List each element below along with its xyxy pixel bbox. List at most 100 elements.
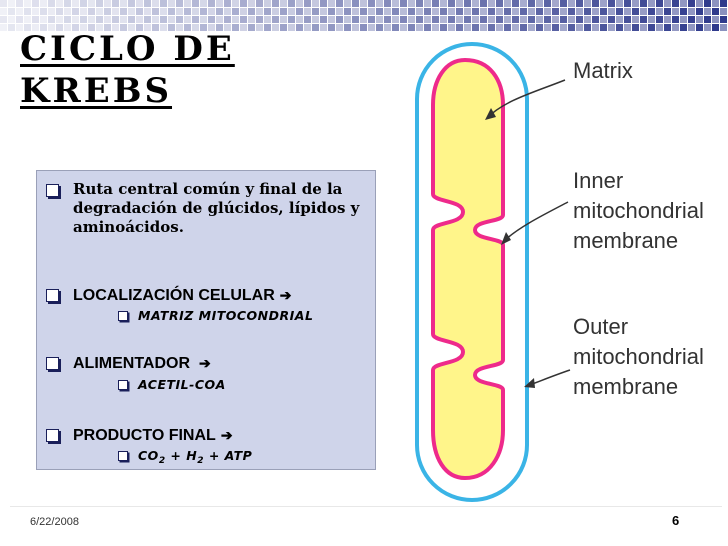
band-square <box>8 8 15 15</box>
bullet-formula: CO2 + H2 + ATP <box>118 448 252 469</box>
band-square <box>16 16 23 23</box>
band-square <box>104 16 111 23</box>
band-square <box>296 8 303 15</box>
band-square <box>184 0 191 7</box>
band-square <box>384 24 391 31</box>
band-square <box>408 16 415 23</box>
band-square <box>264 8 271 15</box>
band-square <box>416 0 423 7</box>
band-square <box>584 24 591 31</box>
formula-co-subscript: 2 <box>158 456 166 466</box>
band-square <box>520 24 527 31</box>
band-square <box>456 16 463 23</box>
band-square <box>112 24 119 31</box>
band-square <box>672 8 679 15</box>
band-square <box>344 16 351 23</box>
band-square <box>128 8 135 15</box>
band-square <box>624 8 631 15</box>
band-square <box>224 0 231 7</box>
band-square <box>120 16 127 23</box>
band-square <box>264 16 271 23</box>
band-square <box>584 0 591 7</box>
band-square <box>432 8 439 15</box>
band-square <box>56 24 63 31</box>
band-square <box>600 8 607 15</box>
band-square <box>144 8 151 15</box>
right-arrow-icon: ➔ <box>199 355 211 371</box>
band-square <box>128 24 135 31</box>
title-line-1: CICLO DE <box>20 29 235 69</box>
band-square <box>304 24 311 31</box>
band-square <box>488 0 495 7</box>
bullet-producto-text: PRODUCTO FINAL <box>73 427 216 444</box>
band-square <box>216 24 223 31</box>
band-square <box>440 0 447 7</box>
band-square <box>488 8 495 15</box>
band-square <box>504 0 511 7</box>
band-square <box>432 24 439 31</box>
band-square <box>440 16 447 23</box>
band-square <box>640 16 647 23</box>
band-square <box>448 0 455 7</box>
band-square <box>568 16 575 23</box>
band-square <box>80 16 87 23</box>
band-square <box>552 8 559 15</box>
slide-date: 6/22/2008 <box>30 516 79 528</box>
band-square <box>120 24 127 31</box>
band-square <box>368 16 375 23</box>
band-square <box>672 0 679 7</box>
band-square <box>536 8 543 15</box>
band-square <box>712 8 719 15</box>
band-square <box>168 16 175 23</box>
band-square <box>312 8 319 15</box>
band-square <box>688 24 695 31</box>
band-square <box>136 0 143 7</box>
band-square <box>136 24 143 31</box>
band-square <box>536 0 543 7</box>
band-square <box>656 16 663 23</box>
band-square <box>64 24 71 31</box>
band-square <box>488 24 495 31</box>
band-square <box>240 16 247 23</box>
band-square <box>648 0 655 7</box>
band-square <box>208 8 215 15</box>
band-square <box>352 24 359 31</box>
band-square <box>96 16 103 23</box>
band-square <box>384 8 391 15</box>
band-square <box>152 16 159 23</box>
band-square <box>336 24 343 31</box>
band-square <box>664 16 671 23</box>
band-square <box>296 24 303 31</box>
band-square <box>240 8 247 15</box>
band-square <box>640 0 647 7</box>
band-square <box>568 8 575 15</box>
band-square <box>80 0 87 7</box>
band-square <box>64 0 71 7</box>
band-square <box>0 16 7 23</box>
label-outer-1: Outer <box>573 314 628 339</box>
band-square <box>384 0 391 7</box>
band-square <box>24 16 31 23</box>
band-square <box>8 24 15 31</box>
bullet-localizacion-text: LOCALIZACIÓN CELULAR <box>73 287 275 304</box>
band-square <box>288 24 295 31</box>
content-panel <box>36 170 376 470</box>
bullet-matriz-text: MATRIZ MITOCONDRIAL <box>138 308 314 323</box>
band-square <box>560 0 567 7</box>
band-square <box>328 16 335 23</box>
band-square <box>376 16 383 23</box>
band-square <box>32 0 39 7</box>
band-square <box>528 24 535 31</box>
label-inner-2: mitochondrial <box>573 198 704 223</box>
band-square <box>312 0 319 7</box>
band-square <box>192 0 199 7</box>
right-arrow-icon: ➔ <box>220 427 233 443</box>
band-square <box>48 24 55 31</box>
band-square <box>528 0 535 7</box>
band-square <box>704 8 711 15</box>
band-square <box>552 24 559 31</box>
band-square <box>608 0 615 7</box>
band-square <box>88 16 95 23</box>
band-square <box>368 8 375 15</box>
bullet-alimentador: ALIMENTADOR➔ <box>46 354 211 373</box>
